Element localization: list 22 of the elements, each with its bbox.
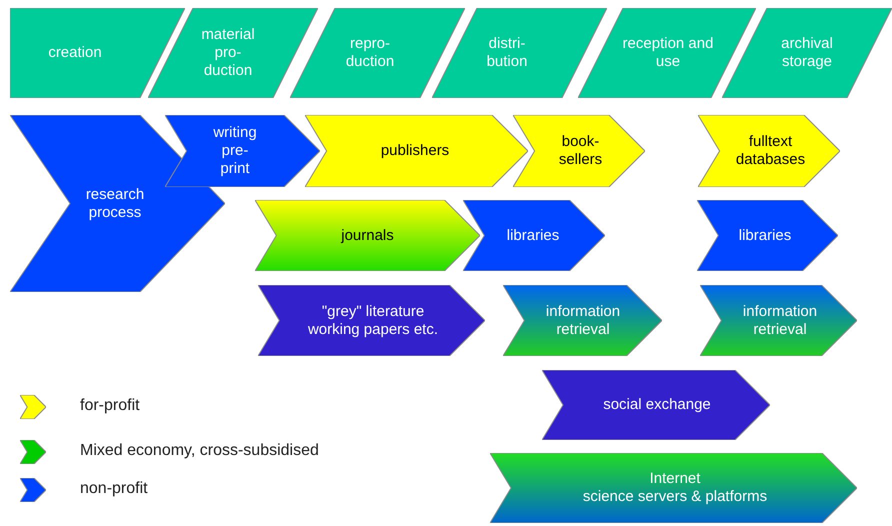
activity-label: publishers [380,142,450,160]
activity-label: libraries [738,226,792,244]
stage-label: distri- bution [486,35,528,71]
legend-label: non-profit [80,480,148,498]
activity-label: book- sellers [558,133,604,169]
activity-label: writing pre- print [212,124,258,178]
activity-label: information retrieval [742,302,818,338]
activity-label: fulltext databases [734,133,806,169]
legend-label: Mixed economy, cross-subsidised [80,442,319,460]
activity-label: social exchange [602,396,712,414]
activity-label: information retrieval [544,302,622,338]
activity-label: "grey" literature working papers etc. [306,302,440,338]
activity-label: research process [84,186,146,222]
activity-label: libraries [506,226,560,244]
legend-label: for-profit [80,397,140,415]
stage-label: material pro- duction [200,26,256,80]
stage-label: creation [47,44,103,62]
activity-label: journals [340,226,395,244]
stage-label: reception and use [622,35,714,71]
stage-label: repro- duction [344,35,396,71]
stage-label: archival storage [780,35,834,71]
activity-label: Internet science servers & platforms [582,470,768,506]
